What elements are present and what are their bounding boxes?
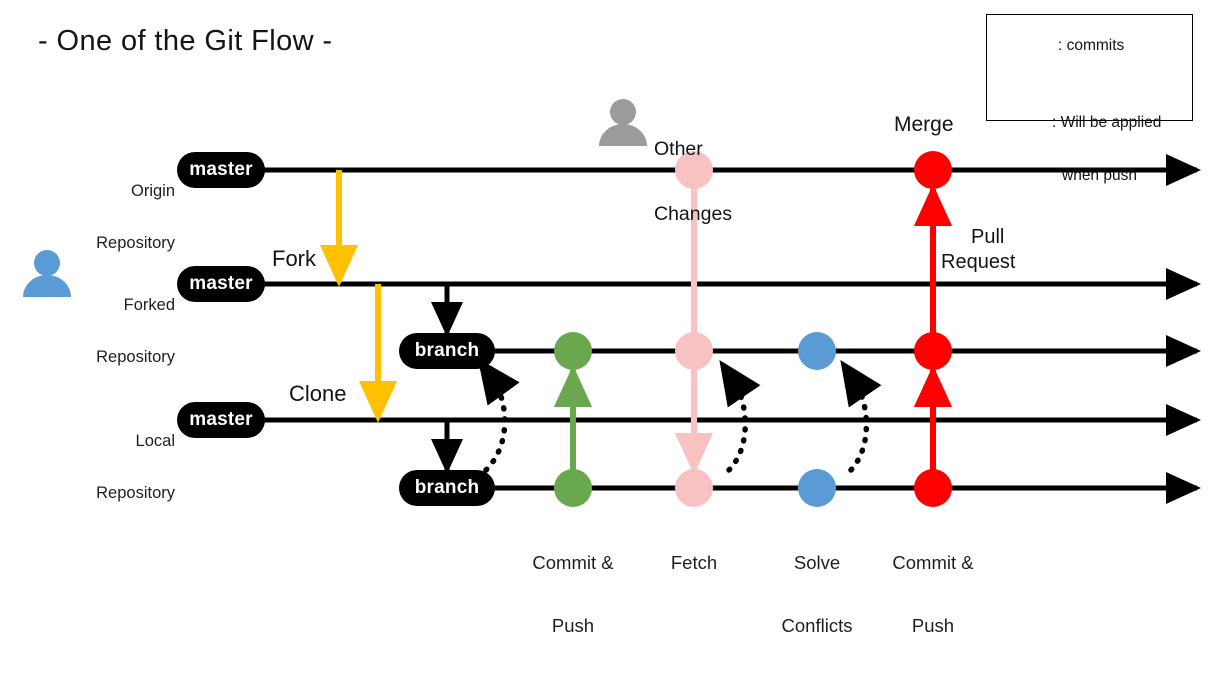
bottom-label-commit-push-red-line2: Push [911,614,955,636]
bottom-label-commit-push-red-line1: Commit & [892,552,974,574]
commit-green-local-branch[interactable] [554,469,592,507]
bottom-label-commit-push-green-line1: Commit & [532,552,614,574]
commit-blue-local-branch[interactable] [798,469,836,507]
diagram-canvas [23,32,1202,507]
bottom-label-commit-push-red: Commit & Push [853,512,1013,678]
row-label-forked: Forked Repository [40,262,175,402]
commit-circle-layer [554,151,952,507]
commit-red-forked-branch[interactable] [914,332,952,370]
row-label-origin-line2: Repository [96,234,175,253]
node-origin-master[interactable]: master [177,152,265,188]
node-forked-branch[interactable]: branch [399,333,495,369]
row-label-origin-line1: Origin [130,181,175,200]
annotation-other-changes-line1: Other [654,137,703,160]
edge-label-fork: Fork [272,246,316,271]
bottom-label-solve-conflicts-line1: Solve [793,552,841,574]
page-title: - One of the Git Flow - [38,25,333,57]
node-local-master[interactable]: master [177,402,265,438]
commit-pink-local-branch[interactable] [675,469,713,507]
forked-repo-person-icon [23,250,71,297]
dotted-apply-arrow-1 [477,358,520,473]
commit-merge-origin[interactable] [914,151,952,189]
commit-red-local-branch[interactable] [914,469,952,507]
legend-apply-label: : Will be applied when push [1052,79,1161,220]
node-forked-master[interactable]: master [177,266,265,302]
edge-label-pull-request-line1: Pull [971,226,1005,248]
edge-label-pull-request-line2: Request [941,251,1016,273]
git-flow-diagram: - One of the Git Flow - Origin Repositor… [23,14,1202,635]
bottom-label-fetch-line1: Fetch [670,552,718,574]
bottom-label-fetch: Fetch [624,512,764,657]
row-label-forked-line2: Repository [96,348,175,367]
row-label-forked-line1: Forked [123,295,175,314]
row-label-origin: Origin Repository [40,148,175,288]
commit-pink-forked-branch[interactable] [675,332,713,370]
edge-label-clone: Clone [289,381,347,406]
commit-blue-forked-branch[interactable] [798,332,836,370]
legend-apply-label-line2: when push [1062,167,1137,185]
node-local-branch[interactable]: branch [399,470,495,506]
commit-green-forked-branch[interactable] [554,332,592,370]
row-label-local-line2: Repository [96,484,175,503]
annotation-other-changes-line2: Changes [654,203,733,226]
row-label-local: Local Repository [40,398,175,538]
annotation-merge: Merge [894,113,954,136]
annotation-other-changes: Other Changes [654,95,732,270]
commit-other-changes-origin[interactable] [675,151,713,189]
legend-commits-label: : commits [1058,37,1125,54]
dotted-apply-arrow-3 [840,359,882,473]
legend-apply-label-line1: : Will be applied [1052,114,1162,132]
legend-box [986,14,1193,121]
dotted-apply-arrow-2 [719,359,761,473]
row-label-local-line1: Local [135,431,175,450]
other-changes-person-icon [599,99,647,146]
